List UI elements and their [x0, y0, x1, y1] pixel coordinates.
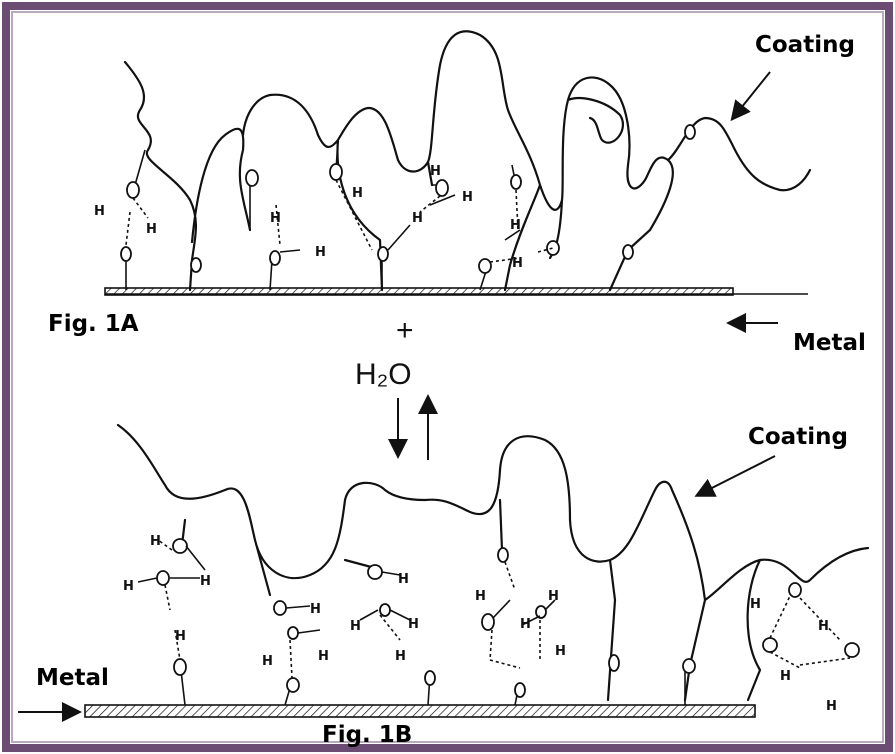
fig-1b-label: Fig. 1B [322, 722, 412, 748]
svg-text:H: H [430, 164, 441, 179]
anchor-bonds-bottom [179, 661, 686, 706]
plus-sign: + [396, 314, 414, 347]
svg-text:H: H [408, 617, 419, 632]
metal-substrate-top [104, 287, 734, 296]
metal-label-top: Metal [793, 330, 866, 356]
svg-text:H: H [395, 649, 406, 664]
oxygen-atoms-top [120, 124, 696, 274]
svg-text:H: H [818, 619, 829, 634]
fig-1a-label: Fig. 1A [48, 311, 139, 337]
anchor-bonds-top [125, 256, 488, 291]
fig-1b-group: H H H H H H H H H H H H H H H H H H H Co… [18, 423, 870, 748]
fig-1a-group: H H H H H H H H H H Coating Fig. 1A Meta… [48, 30, 866, 356]
svg-text:H: H [475, 589, 486, 604]
svg-text:H: H [780, 669, 791, 684]
svg-text:H: H [318, 649, 329, 664]
metal-substrate-bottom [84, 704, 756, 718]
svg-text:H: H [548, 589, 559, 604]
svg-text:H: H [175, 629, 186, 644]
svg-text:H: H [555, 644, 566, 659]
svg-text:H: H [352, 186, 363, 201]
svg-text:H: H [398, 572, 409, 587]
svg-text:H: H [350, 619, 361, 634]
frame-inner-border [11, 11, 884, 743]
hydrogen-bonds-bottom [157, 539, 851, 679]
svg-text:H: H [520, 617, 531, 632]
side-bonds-top [134, 139, 516, 230]
svg-text:H: H [270, 211, 281, 226]
coating-label-bottom: Coating [748, 424, 848, 450]
svg-text:H: H [462, 190, 473, 205]
hydrogen-bonds-top [125, 179, 554, 263]
water-equilibrium: + H₂O [355, 314, 438, 460]
oh-bonds-top [279, 194, 521, 253]
oxygen-atoms-bottom [156, 538, 860, 698]
water-formula: H₂O [355, 358, 412, 391]
metal-label-bottom: Metal [36, 665, 109, 691]
svg-text:H: H [200, 574, 211, 589]
svg-text:H: H [750, 597, 761, 612]
svg-text:H: H [310, 602, 321, 617]
svg-text:H: H [512, 256, 523, 271]
coating-chain-top [123, 30, 812, 292]
hydrogen-atoms-bottom: H H H H H H H H H H H H H H H H H H H [123, 534, 837, 714]
svg-text:H: H [146, 222, 157, 237]
oh-bonds-bottom [137, 545, 556, 634]
coating-chain-bottom [116, 423, 870, 702]
svg-text:H: H [510, 218, 521, 233]
svg-text:H: H [94, 204, 105, 219]
svg-text:H: H [150, 534, 161, 549]
svg-text:H: H [123, 579, 134, 594]
coating-arrow-bottom [694, 455, 776, 497]
coating-label-top: Coating [755, 32, 855, 58]
coating-arrow-top [730, 71, 771, 122]
svg-text:H: H [262, 654, 273, 669]
svg-text:H: H [412, 211, 423, 226]
hydrogen-atoms-top: H H H H H H H H H H [94, 164, 523, 271]
svg-text:H: H [315, 245, 326, 260]
svg-text:H: H [826, 699, 837, 714]
